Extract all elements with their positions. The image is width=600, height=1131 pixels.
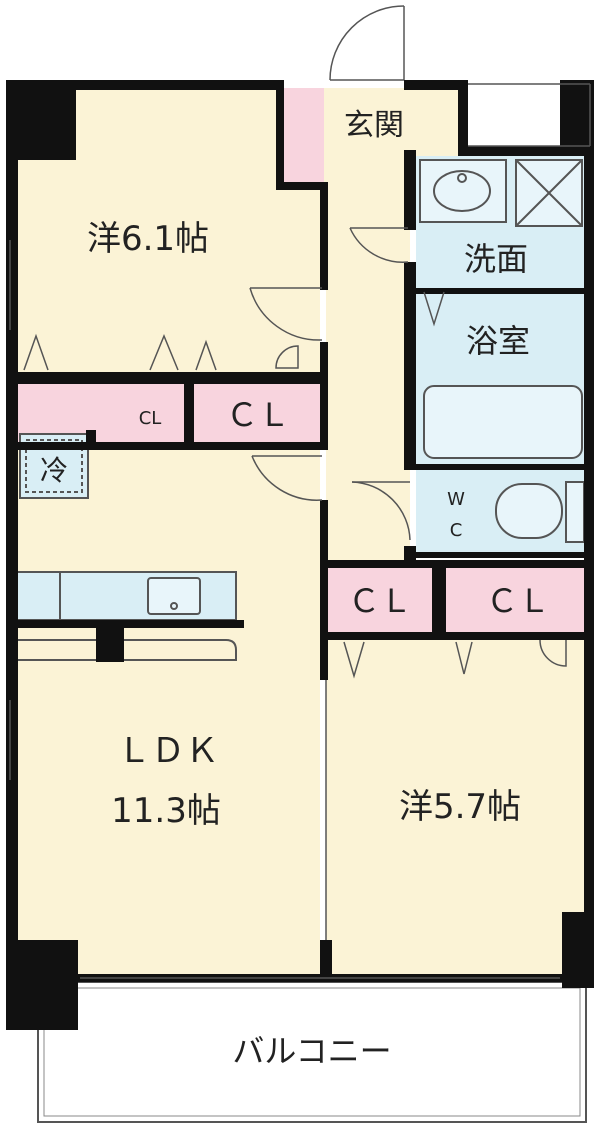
closet-lower-left-area	[326, 566, 432, 634]
wc-label-bottom: C	[450, 520, 463, 541]
kitchen-sink	[147, 577, 201, 615]
western-room-a-label: 洋6.1帖	[87, 219, 209, 259]
closet-upper-right-area	[194, 384, 320, 442]
bathroom-label: 浴室	[466, 322, 530, 360]
washbasin-tap	[457, 173, 467, 183]
western-room-b-area	[326, 640, 588, 976]
ldk-title-label: ＬＤＫ	[117, 731, 219, 771]
closet-small-left-label: CL	[139, 408, 162, 429]
room-fills	[14, 88, 588, 976]
toilet-tank	[565, 481, 585, 543]
closet-lower-left-label: ＣＬ	[348, 582, 412, 620]
closet-small-left-area	[14, 384, 184, 442]
balcony	[37, 981, 587, 1123]
washbasin	[419, 159, 507, 223]
doors	[249, 5, 567, 667]
entrance-label: 玄関	[344, 108, 404, 143]
hallway-area	[326, 186, 410, 564]
balcony-label: バルコニー	[232, 1032, 391, 1070]
balcony-inner-outline	[43, 987, 581, 1117]
ldk-size-label: 11.3帖	[111, 791, 221, 831]
western-room-b-label: 洋5.7帖	[399, 787, 521, 827]
washbasin-bowl	[433, 170, 491, 212]
kitchen-counter	[15, 571, 237, 621]
washroom-label: 洗面	[464, 240, 528, 278]
ldk-area	[14, 446, 320, 976]
wc-label-top: W	[447, 489, 465, 510]
balcony-outline	[37, 981, 587, 1123]
bathtub	[423, 385, 583, 459]
kitchen-sink-drain	[170, 602, 178, 610]
toilet-bowl	[495, 483, 563, 539]
closet-lower-right-area	[446, 566, 588, 634]
thin-lines	[9, 83, 591, 979]
labels: 玄関 洋6.1帖 洗面 浴室 W C 冷 CL ＣＬ ＣＬ ＣＬ ＬＤＫ 11.…	[40, 108, 550, 1070]
closet-upper-right-label: ＣＬ	[226, 396, 290, 434]
closet-lower-right-label: ＣＬ	[486, 582, 550, 620]
closet-door-marks	[23, 291, 473, 679]
fridge-label: 冷	[40, 454, 68, 487]
shoe-closet-area	[282, 88, 324, 184]
